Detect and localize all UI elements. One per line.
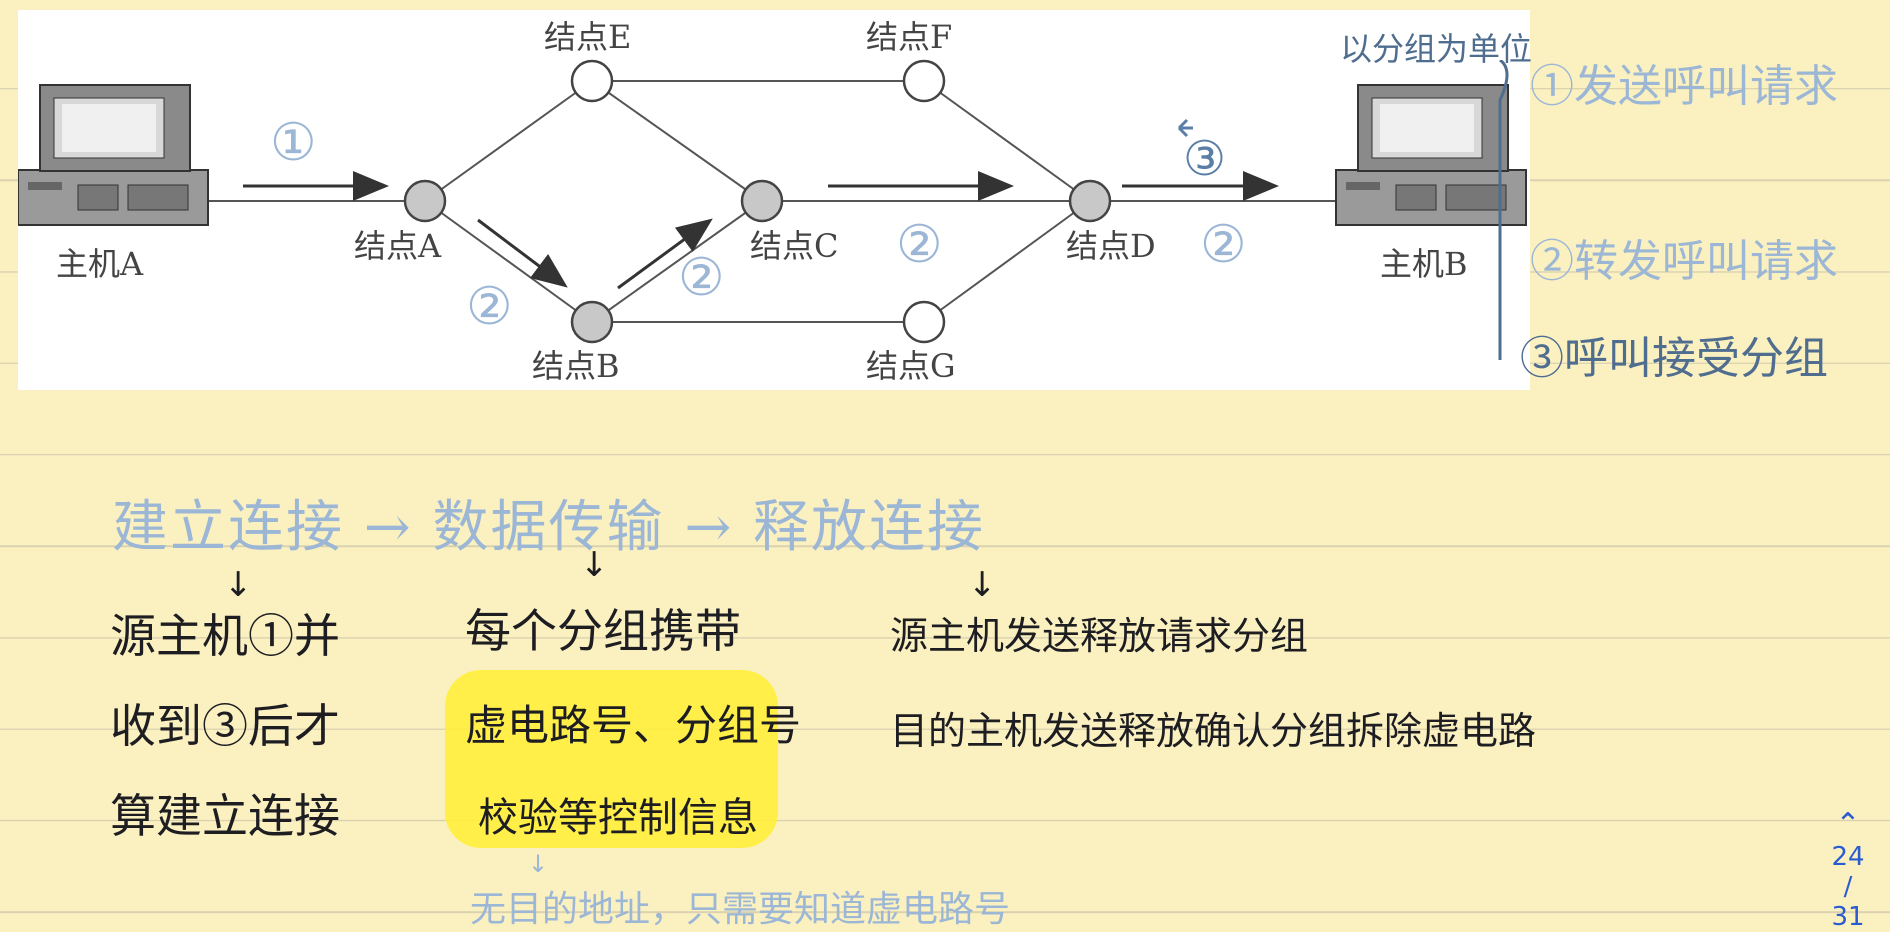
col2-line-3: 校验等控制信息 — [478, 795, 758, 841]
col3-line-1: 源主机发送释放请求分组 — [890, 614, 1309, 658]
down-arrow-1: ↓ — [224, 565, 253, 605]
node-d-circle — [1068, 179, 1112, 223]
network-diagram-svg: 主机A 主机B 结点A 结点B 结点C 结点D 结点E 结点F 结点G ① ② … — [18, 18, 1527, 385]
node-c-label: 结点C — [750, 227, 839, 265]
flow-arrows — [243, 171, 1279, 290]
network-links — [208, 80, 1338, 323]
down-arrow-2: ↓ — [580, 545, 609, 585]
node-d-label: 结点D — [1066, 227, 1156, 265]
mark-1: ① — [270, 113, 317, 173]
node-f-circle — [902, 59, 946, 103]
col1-line-3: 算建立连接 — [110, 789, 340, 843]
down-arrow-3: ↓ — [968, 565, 997, 605]
host-a-computer-icon — [18, 84, 209, 226]
node-b-label: 结点B — [532, 347, 620, 385]
col2-line-2: 虚电路号、分组号 — [465, 701, 802, 750]
node-g-circle — [902, 300, 946, 344]
mark-2-d: ② — [1200, 215, 1247, 275]
col3-line-2: 目的主机发送释放确认分组拆除虚电路 — [890, 709, 1537, 753]
total-pages: 31 — [1831, 902, 1865, 932]
node-b-circle — [570, 300, 614, 344]
node-f-label: 结点F — [866, 18, 952, 56]
highlight-marker — [445, 670, 778, 848]
side-note-1: ①发送呼叫请求 — [1530, 61, 1838, 112]
host-b-label: 主机B — [1380, 245, 1468, 283]
network-nodes — [403, 59, 1112, 344]
host-a-label: 主机A — [56, 245, 144, 283]
col2-line-1: 每个分组携带 — [465, 604, 741, 658]
mark-3: ③ — [1183, 131, 1226, 187]
mark-2-a: ② — [466, 277, 513, 337]
node-a-label: 结点A — [354, 227, 442, 265]
down-arrow-4: ↓ — [528, 850, 549, 878]
host-b-computer-icon — [1335, 84, 1527, 226]
col2-sub-note: 无目的地址，只需要知道虚电路号 — [470, 889, 1011, 930]
network-diagram: 主机A 主机B 结点A 结点B 结点C 结点D 结点E 结点F 结点G ① ② … — [18, 10, 1530, 390]
node-e-circle — [570, 59, 614, 103]
node-c-circle — [740, 179, 784, 223]
node-a-circle — [403, 179, 447, 223]
node-e-label: 结点E — [544, 18, 631, 56]
current-page: 24 — [1831, 842, 1865, 872]
chevron-up-icon[interactable]: ⌃ — [1835, 807, 1861, 842]
mark-2-b: ② — [678, 248, 725, 308]
col1-line-2: 收到③后才 — [110, 699, 340, 753]
col1-line-1: 源主机①并 — [110, 609, 340, 663]
mark-2-c: ② — [896, 215, 943, 275]
flow-title: 建立连接 → 数据传输 → 释放连接 — [112, 495, 986, 560]
side-bracket — [1498, 60, 1509, 360]
side-note-3: ③呼叫接受分组 — [1520, 333, 1828, 384]
node-g-label: 结点G — [866, 347, 956, 385]
page-indicator: ⌃ 24 / 31 — [1826, 808, 1870, 932]
side-note-2: ②转发呼叫请求 — [1530, 236, 1838, 287]
page-separator: / — [1843, 872, 1853, 902]
